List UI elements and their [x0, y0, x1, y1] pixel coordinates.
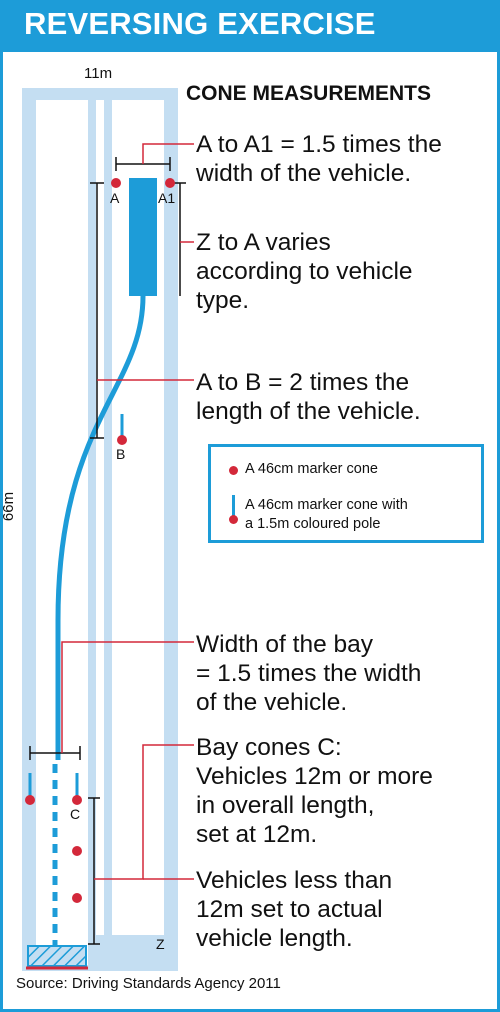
annotation-line: Bay cones C:	[196, 734, 342, 761]
annotation-a-to-a1: A to A1 = 1.5 times the width of the veh…	[196, 130, 442, 188]
cone-b	[117, 435, 127, 445]
legend-pole-icon	[232, 495, 235, 517]
legend-pole-cone-dot	[229, 515, 238, 524]
annotation-line: Vehicles 12m or more	[196, 763, 433, 790]
header-bar: REVERSING EXERCISE	[0, 0, 500, 52]
legend-pole-cone-label: A 46cm marker cone with a 1.5m coloured …	[245, 496, 408, 534]
cone-z-label: Z	[156, 936, 165, 952]
annotation-line: according to vehicle	[196, 258, 413, 285]
source-credit: Source: Driving Standards Agency 2011	[16, 975, 281, 992]
cone-a	[111, 178, 121, 188]
cone-b-label: B	[116, 446, 126, 462]
bay-width-leader	[61, 641, 194, 753]
annotation-line: = 1.5 times the width	[196, 660, 422, 687]
annotation-line: width of the vehicle.	[196, 160, 412, 187]
annotation-line: 12m set to actual	[196, 896, 383, 923]
bay-cones-leader	[94, 744, 194, 880]
annotation-z-to-a: Z to A varies according to vehicle type.	[196, 228, 413, 315]
annotation-line: of the vehicle.	[196, 689, 348, 716]
annotation-line: A to A1 = 1.5 times the	[196, 131, 442, 158]
subtitle: CONE MEASUREMENTS	[186, 82, 432, 105]
annotation-a-to-b: A to B = 2 times the length of the vehic…	[196, 368, 421, 426]
bay-cone-2	[72, 893, 82, 903]
annotation-line: in overall length,	[196, 792, 375, 819]
annotation-bay-width: Width of the bay = 1.5 times the width o…	[196, 630, 421, 717]
annotation-line: Z to A varies	[196, 229, 331, 256]
cone-a-label: A	[110, 190, 120, 206]
cone-c-right	[72, 795, 82, 805]
annotation-line: set at 12m.	[196, 821, 318, 848]
bay-cone-1	[72, 846, 82, 856]
cone-c-left	[25, 795, 35, 805]
course-gap	[96, 100, 104, 935]
title: REVERSING EXERCISE	[24, 6, 376, 41]
bay-hatched-area	[27, 945, 87, 967]
bay-area	[36, 760, 88, 965]
legend: A 46cm marker cone A 46cm marker cone wi…	[208, 444, 484, 543]
cone-a1-label: A1	[158, 190, 176, 206]
annotation-line: Vehicles less than	[196, 867, 393, 894]
length-label: 66m	[0, 491, 18, 522]
annotation-line: A to B = 2 times the	[196, 369, 410, 396]
annotation-line: type.	[196, 287, 250, 314]
width-label: 11m	[84, 65, 113, 82]
annotation-line: length of the vehicle.	[196, 398, 421, 425]
annotation-line: Width of the bay	[196, 631, 374, 658]
annotation-bay-cones: Bay cones C: Vehicles 12m or more in ove…	[196, 733, 433, 849]
a-a1-leader	[142, 143, 194, 164]
legend-marker-cone-dot	[229, 466, 238, 475]
annotation-short-vehicles: Vehicles less than 12m set to actual veh…	[196, 866, 392, 953]
cone-c-label: C	[70, 806, 81, 822]
legend-line: a 1.5m coloured pole	[245, 516, 381, 532]
cone-a1	[165, 178, 175, 188]
legend-marker-cone-label: A 46cm marker cone	[245, 461, 378, 477]
legend-line: A 46cm marker cone with	[245, 497, 408, 513]
annotation-line: vehicle length.	[196, 925, 353, 952]
vehicle	[129, 178, 157, 296]
